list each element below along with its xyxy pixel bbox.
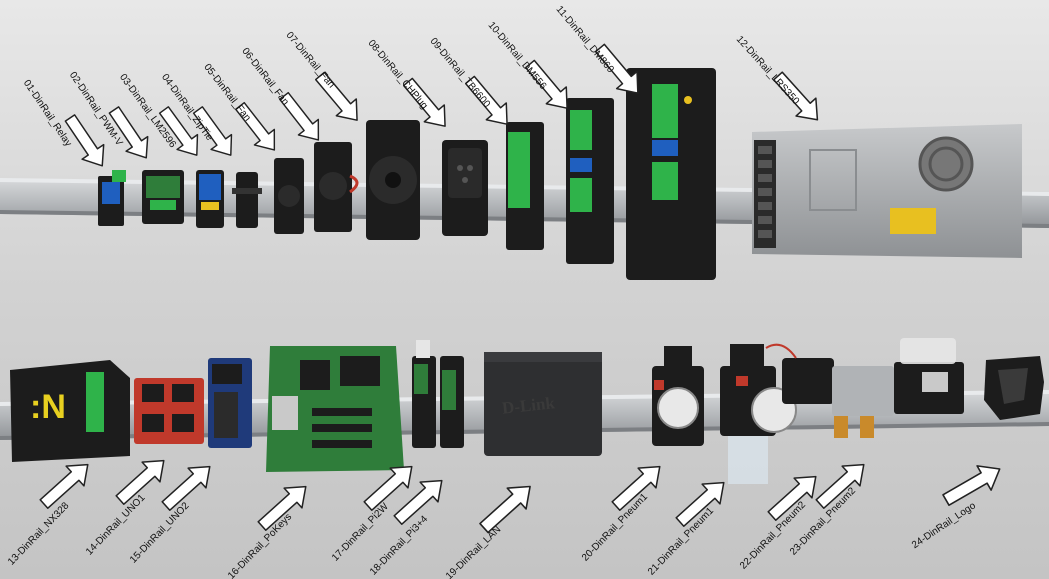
device-pneum2-valve [765,343,894,438]
arrow-01 [64,114,105,167]
arrow-07 [314,71,358,121]
arrow-16 [257,485,307,531]
device-nx328: :N [10,360,130,462]
arrow-22 [767,475,817,521]
device-uno1 [134,378,204,444]
device-lan-switch [484,352,602,456]
arrow-10 [524,59,568,109]
arrow-15 [161,465,211,511]
device-dm556 [566,98,614,264]
device-fan-large [366,120,420,240]
device-pneum1-regulator [652,346,704,446]
arrow-03 [158,106,199,156]
device-dm860 [626,68,716,280]
device-relay [98,170,126,226]
arrow-05 [235,101,276,151]
arrow-04 [192,106,233,156]
arrow-11 [594,43,639,94]
device-logo-bracket [984,356,1044,420]
device-pi3 [440,356,464,448]
svg-text::N: :N [30,388,66,426]
device-fan-medium [314,142,359,232]
arrow-17 [363,465,413,511]
arrow-24 [942,465,1001,506]
arrow-02 [108,106,149,159]
device-pi2w [412,340,436,448]
device-lm2596 [196,170,224,228]
device-pokeys [266,346,404,472]
arrow-14 [115,459,165,505]
arrow-12 [773,71,819,121]
arrow-19 [479,485,531,534]
device-tb6600 [506,122,544,250]
device-lrs350-psu [752,124,1022,258]
arrow-08 [402,77,446,127]
arrow-23 [815,463,865,509]
arrow-20 [611,465,661,511]
arrow-21 [675,481,725,527]
device-uno2 [208,358,252,448]
arrow-09 [464,75,508,125]
arrow-06 [279,91,320,141]
arrow-13 [39,463,89,509]
device-fan-small [274,158,304,234]
arrow-18 [393,479,443,525]
device-chplug [442,140,488,236]
device-pwm-v [142,170,184,224]
device-pneum2-solenoid [894,338,964,414]
device-ziptie [232,172,262,228]
